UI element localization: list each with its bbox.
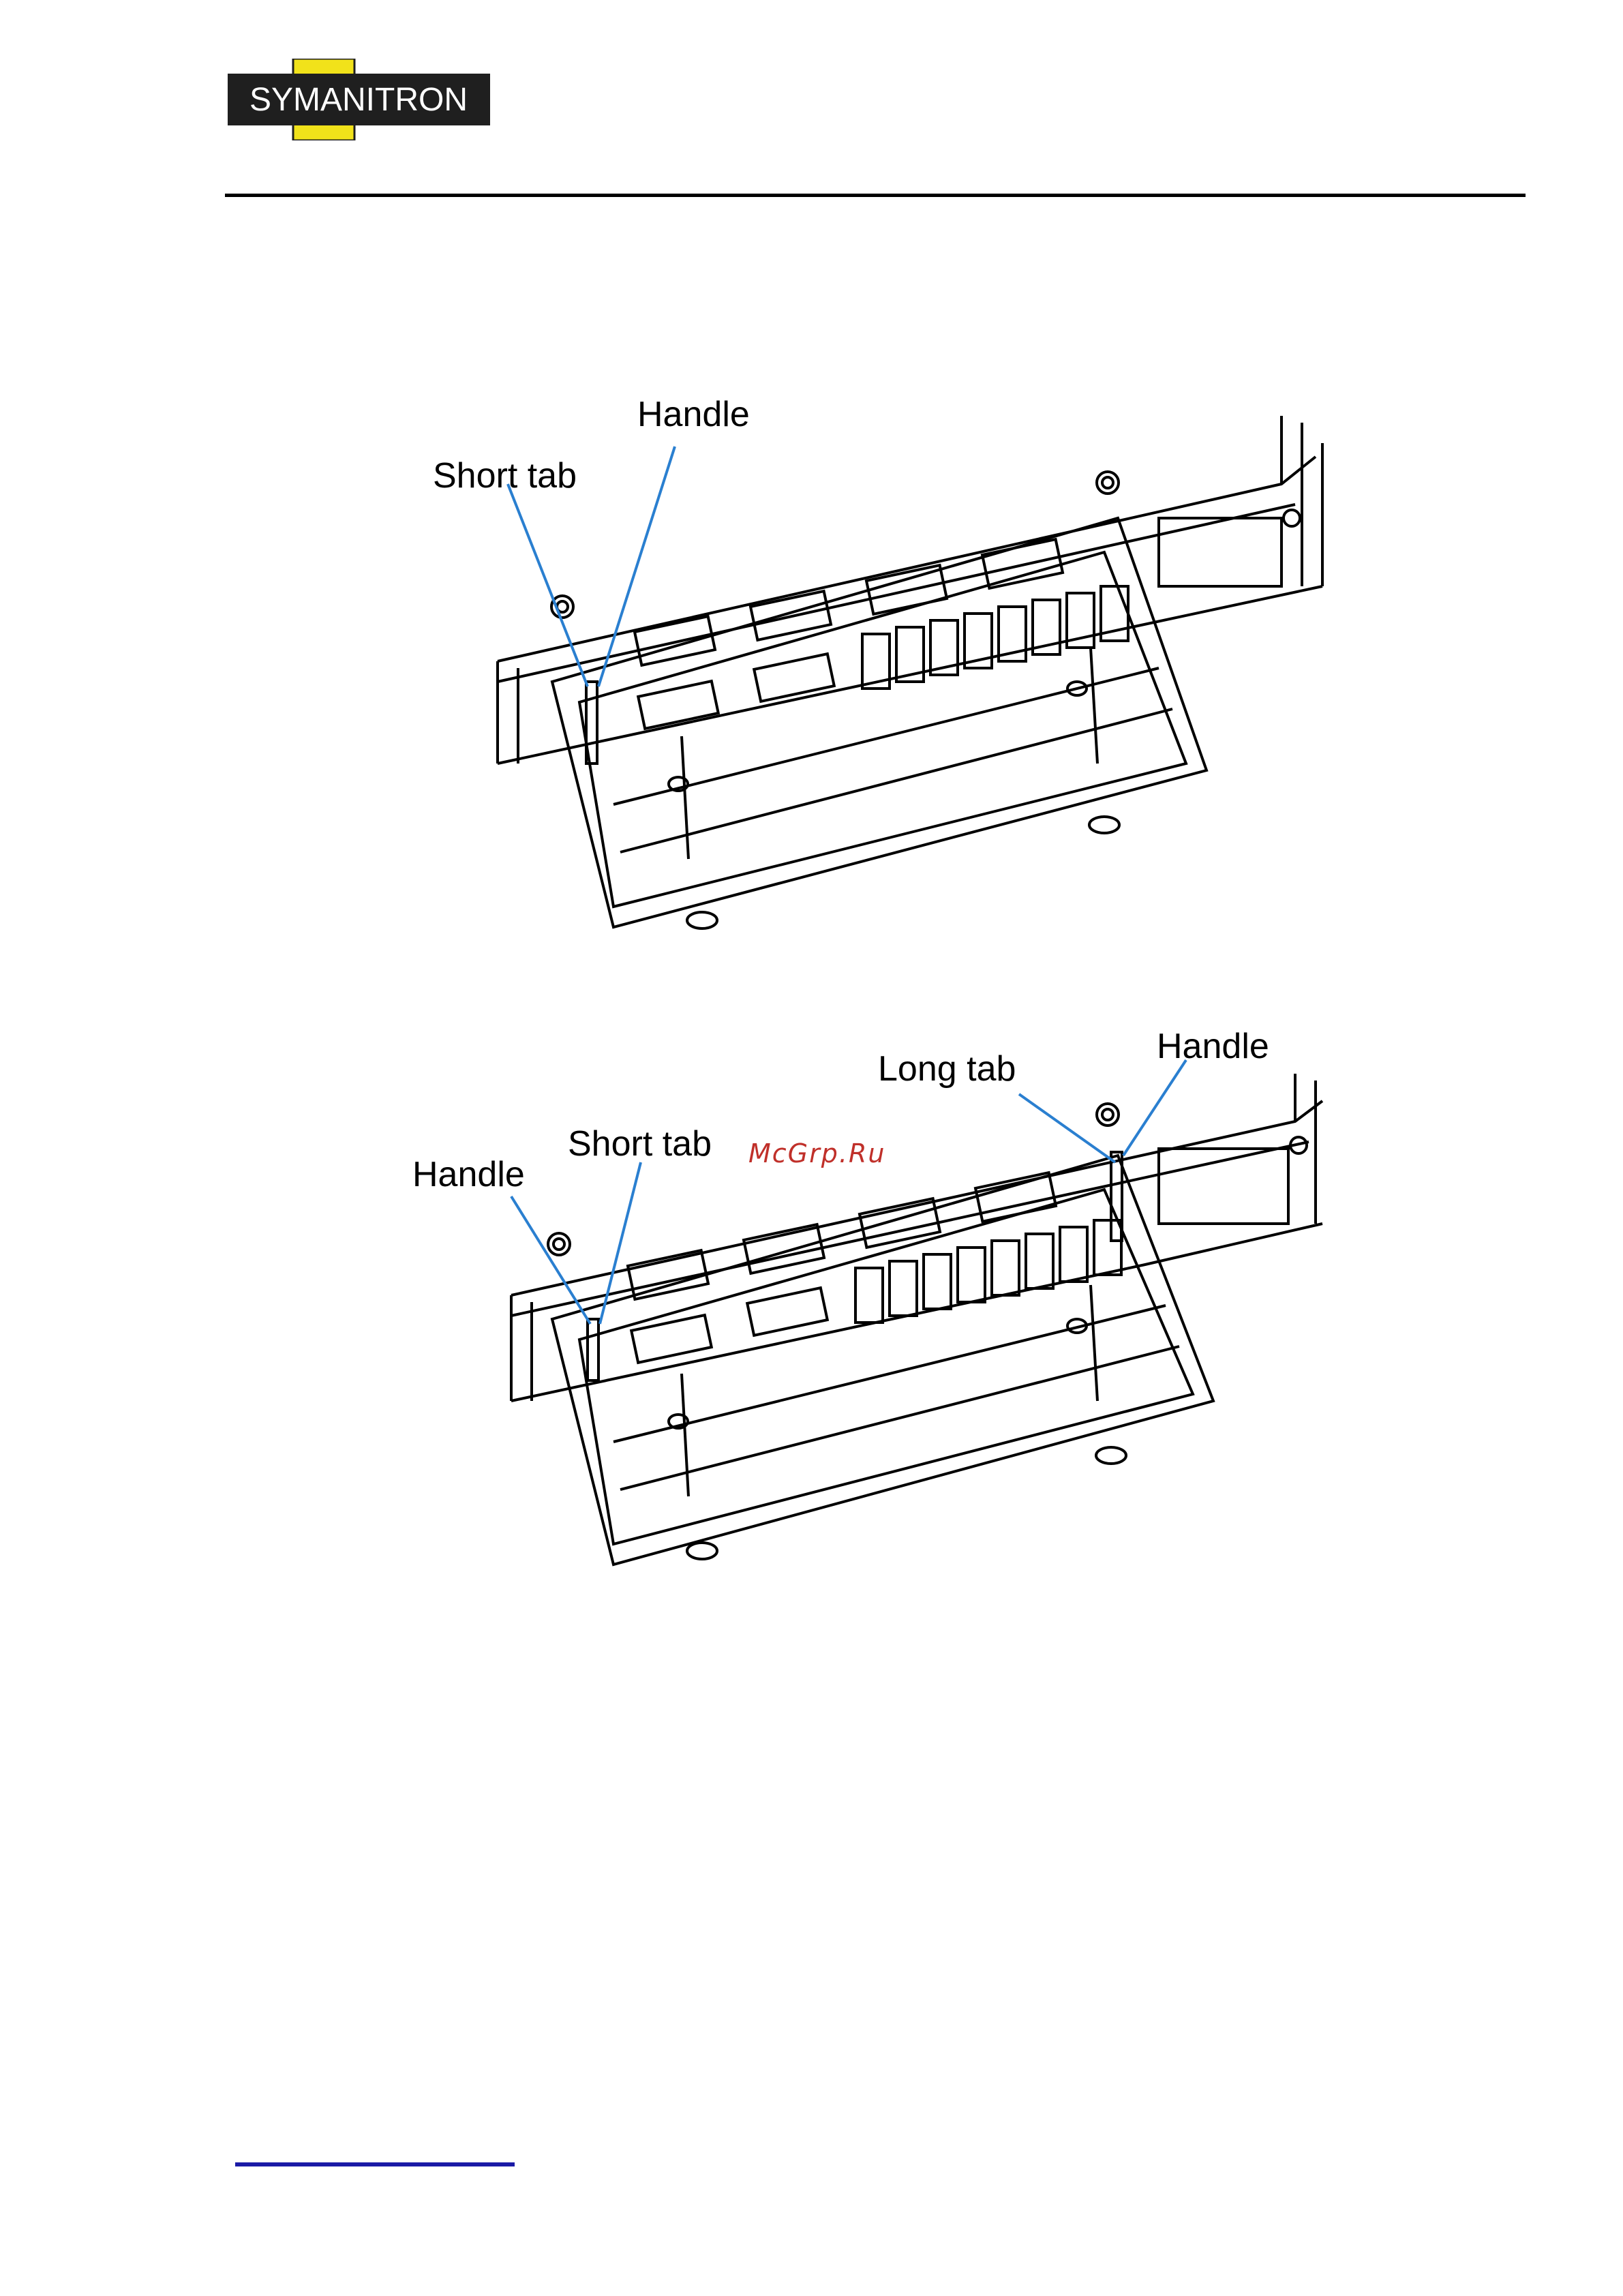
label-short-tab: Short tab [568,1124,712,1164]
label-handle: Handle [637,395,750,434]
label-long-tab: Long tab [878,1049,1016,1089]
header-divider [225,194,1526,197]
logo-text: SYMANITRON [249,82,468,118]
figure-short-tab: Short tab Handle [0,382,1623,941]
footer-link-underline[interactable] [235,2162,515,2166]
drawing-module-insert-1: Short tab Handle [0,382,1623,941]
watermark-text: McGrp.Ru [748,1138,885,1168]
symanitron-logo: SYMANITRON [225,59,493,140]
drawing-module-insert-2: Handle Short tab Long tab Handle [0,1019,1623,1585]
label-handle-right: Handle [1157,1027,1269,1066]
figure-long-tab: Handle Short tab Long tab Handle [0,1019,1623,1585]
label-handle-left: Handle [412,1155,525,1194]
label-short-tab: Short tab [433,456,577,496]
